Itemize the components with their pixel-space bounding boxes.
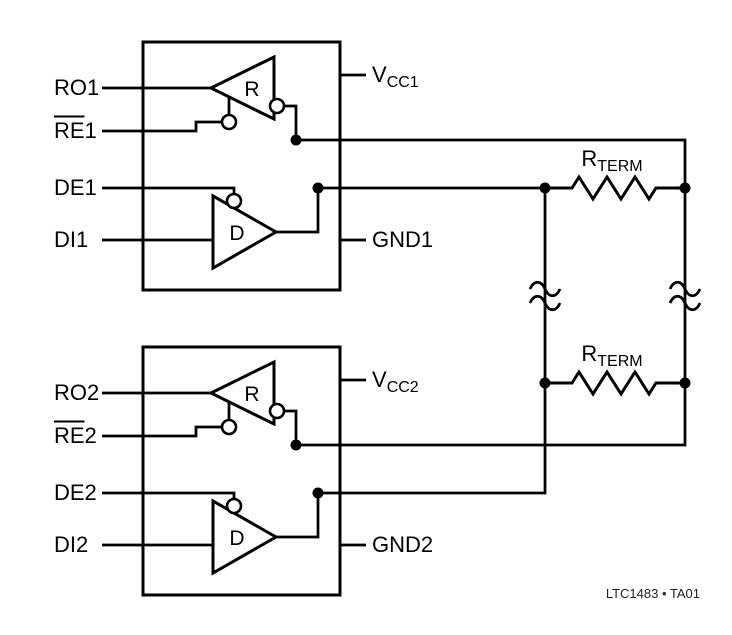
figure-caption: LTC1483 • TA01 xyxy=(606,586,700,601)
receiver-label: R xyxy=(244,78,259,101)
receiver-enable-bubble-icon xyxy=(220,113,238,131)
bus-line-b xyxy=(318,186,547,495)
pin-label-ro: RO2 xyxy=(54,380,99,405)
block-outline xyxy=(141,345,342,597)
bus-line-a xyxy=(296,138,687,447)
pin-label-di: DI2 xyxy=(54,532,88,557)
gnd-label: GND2 xyxy=(372,532,433,557)
pin-label-de: DE1 xyxy=(54,175,97,200)
junction-dot xyxy=(290,439,302,451)
de-wire xyxy=(102,491,236,499)
termination-resistor-top xyxy=(545,174,685,202)
junction-dots xyxy=(290,134,691,499)
termination-resistor-bottom xyxy=(545,369,685,397)
receiver-input-wire xyxy=(284,104,298,140)
driver-output-wire xyxy=(276,493,320,539)
receiver-input-wire xyxy=(284,409,298,445)
cable-break-symbol-right xyxy=(668,280,702,312)
junction-dot xyxy=(312,182,324,194)
de-wire xyxy=(102,186,236,194)
junction-dot xyxy=(312,487,324,499)
receiver-label: R xyxy=(244,383,259,406)
pin-label-ro: RO1 xyxy=(54,75,99,100)
receiver-enable-bubble-icon xyxy=(220,418,238,436)
break-tilde xyxy=(528,280,562,298)
break-tilde xyxy=(528,294,562,312)
junction-dot xyxy=(539,182,551,194)
junction-dot xyxy=(679,377,691,389)
receiver-triangle xyxy=(207,54,276,122)
pin-label-re: RE2 xyxy=(54,423,97,448)
junction-dot xyxy=(290,134,302,146)
break-tilde xyxy=(668,294,702,312)
vcc-label: VCC2 xyxy=(372,367,419,396)
rterm-label-top: RTERM xyxy=(581,146,642,175)
driver-label: D xyxy=(229,222,244,245)
driver-output-wire xyxy=(276,188,320,234)
break-tilde xyxy=(668,280,702,298)
pin-label-re: RE1 xyxy=(54,118,97,143)
vcc-label: VCC1 xyxy=(372,62,419,91)
rterm-label-bottom: RTERM xyxy=(581,341,642,370)
gnd-label: GND1 xyxy=(372,227,433,252)
driver-enable-bubble-icon xyxy=(225,192,243,210)
receiver-input-bubble-icon xyxy=(268,97,286,115)
transceiver-block-1: RO1 RE1 DE1 DI1 R D VCC1 GND1 xyxy=(54,40,433,292)
transceiver-block-2: RO2 RE2 DE2 DI2 R D VCC2 GND2 xyxy=(54,345,433,597)
pin-label-di: DI1 xyxy=(54,227,88,252)
cable-break-symbol-left xyxy=(528,280,562,312)
block-outline xyxy=(141,40,342,292)
re-wire xyxy=(102,120,222,133)
junction-dot xyxy=(679,182,691,194)
bus-wiring xyxy=(296,138,702,495)
pin-label-de: DE2 xyxy=(54,480,97,505)
driver-enable-bubble-icon xyxy=(225,497,243,515)
junction-dot xyxy=(539,377,551,389)
driver-triangle xyxy=(211,193,280,271)
receiver-triangle xyxy=(207,359,276,427)
re-wire xyxy=(102,425,222,438)
driver-label: D xyxy=(229,527,244,550)
driver-triangle xyxy=(211,498,280,576)
receiver-input-bubble-icon xyxy=(268,402,286,420)
